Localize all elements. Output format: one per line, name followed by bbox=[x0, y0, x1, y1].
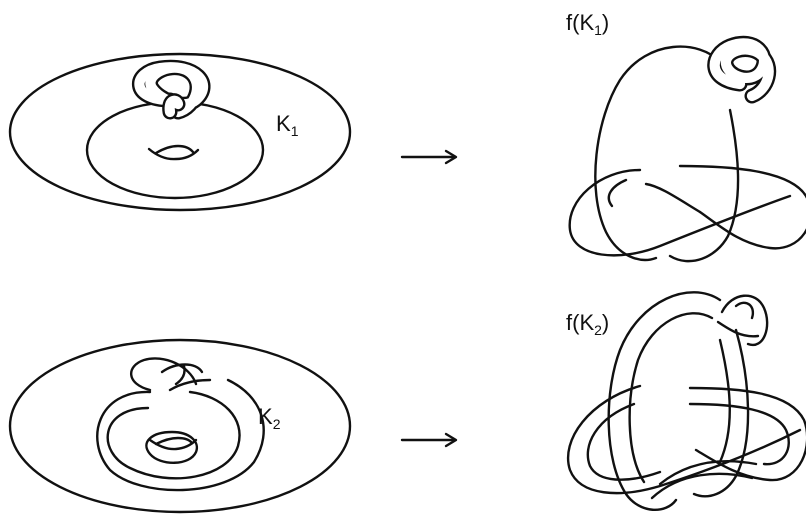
arrow-top bbox=[400, 149, 458, 165]
torus-hole-top bbox=[147, 147, 200, 161]
knot-fk1 bbox=[707, 35, 777, 104]
outer-disk-top bbox=[8, 52, 352, 212]
image-fk2: f(K2) bbox=[566, 291, 806, 512]
outer-disk-bottom bbox=[8, 338, 352, 514]
torus-hole-bottom bbox=[148, 438, 198, 451]
surface-k1: K1 bbox=[8, 52, 352, 212]
label-fk1: f(K1) bbox=[566, 10, 609, 38]
surface-k2: K2 bbox=[8, 338, 352, 514]
arrow-bottom bbox=[400, 432, 458, 448]
knot-k1 bbox=[132, 59, 211, 120]
image-fk1: f(K1) bbox=[566, 10, 806, 263]
label-k1: K1 bbox=[276, 111, 299, 139]
label-k2: K2 bbox=[258, 404, 281, 432]
label-fk2: f(K2) bbox=[566, 310, 609, 338]
